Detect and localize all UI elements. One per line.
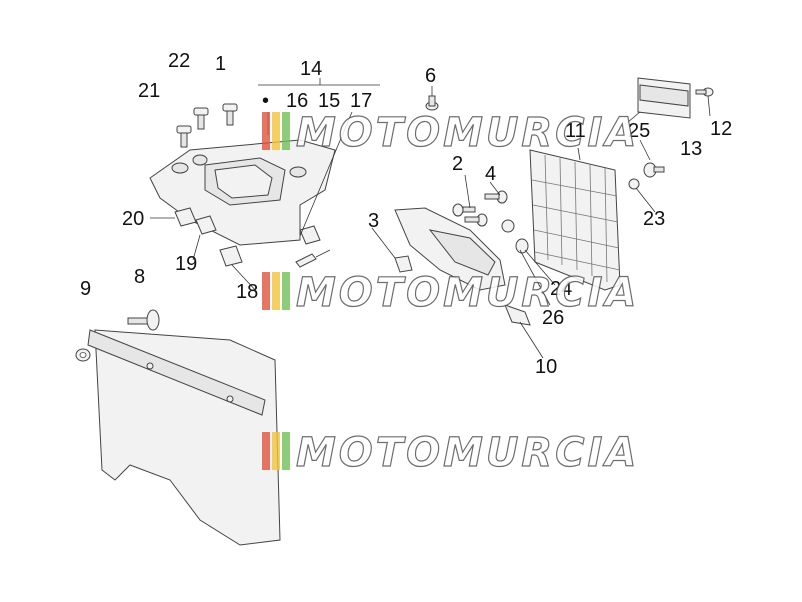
bullet-dot: • <box>262 90 269 112</box>
label-1: 1 <box>215 53 226 75</box>
clip-20-part <box>174 207 197 227</box>
screw-21-part <box>176 125 192 148</box>
mudflap-part <box>87 329 281 546</box>
label-23: 23 <box>643 208 665 230</box>
screw-12-part <box>695 87 714 97</box>
screw-22-part <box>193 107 209 130</box>
rivet-16-part <box>295 249 331 268</box>
label-3: 3 <box>368 210 379 232</box>
washer-23-part <box>628 178 640 190</box>
label-26: 26 <box>542 307 564 329</box>
watermark-middle: MOTOMURCIA <box>262 269 639 317</box>
luggage-rack-part <box>149 139 336 246</box>
clip-3-part <box>394 255 413 273</box>
leader-lines <box>150 78 711 359</box>
label-6: 6 <box>425 65 436 87</box>
clip-17-part <box>299 225 321 245</box>
washer-9-part <box>75 348 91 362</box>
license-plate-holder-part <box>529 149 621 291</box>
screw-25-part <box>643 162 665 178</box>
label-18: 18 <box>236 281 258 303</box>
lens-10-part <box>504 304 531 326</box>
screw-2-part <box>452 203 476 217</box>
label-12: 12 <box>710 118 732 140</box>
label-13: 13 <box>680 138 702 160</box>
label-17: 17 <box>350 90 372 112</box>
label-10: 10 <box>535 356 557 378</box>
watermark-top: MOTOMURCIA <box>262 109 639 157</box>
label-16: 16 <box>286 90 308 112</box>
part-numbers: 1 22 21 14 • 16 15 17 6 11 25 12 13 2 4 … <box>80 50 732 378</box>
label-25: 25 <box>628 120 650 142</box>
reflector-13-part <box>637 77 691 119</box>
watermark-top-text: MOTOMURCIA <box>296 110 639 156</box>
label-24: 24 <box>550 278 572 300</box>
label-21: 21 <box>138 80 160 102</box>
label-22: 22 <box>168 50 190 72</box>
label-8: 8 <box>134 266 145 288</box>
label-11: 11 <box>565 120 586 142</box>
clip-18-part <box>219 245 243 267</box>
screw-1-part <box>222 103 238 126</box>
bolt-8-part <box>127 309 160 331</box>
screw-6-part <box>425 95 439 111</box>
label-19: 19 <box>175 253 197 275</box>
license-light-housing-part <box>394 207 506 291</box>
spacer-24-26-part <box>501 219 529 254</box>
label-4: 4 <box>485 163 496 185</box>
watermark-bottom-text: MOTOMURCIA <box>296 430 639 476</box>
label-15: 15 <box>318 90 340 112</box>
label-2: 2 <box>452 153 463 175</box>
label-14: 14 <box>300 58 322 80</box>
clip-19-part <box>195 215 217 235</box>
watermark-middle-text: MOTOMURCIA <box>296 270 639 316</box>
label-9: 9 <box>80 278 91 300</box>
label-20: 20 <box>122 208 144 230</box>
watermark-bottom: MOTOMURCIA <box>262 429 639 477</box>
